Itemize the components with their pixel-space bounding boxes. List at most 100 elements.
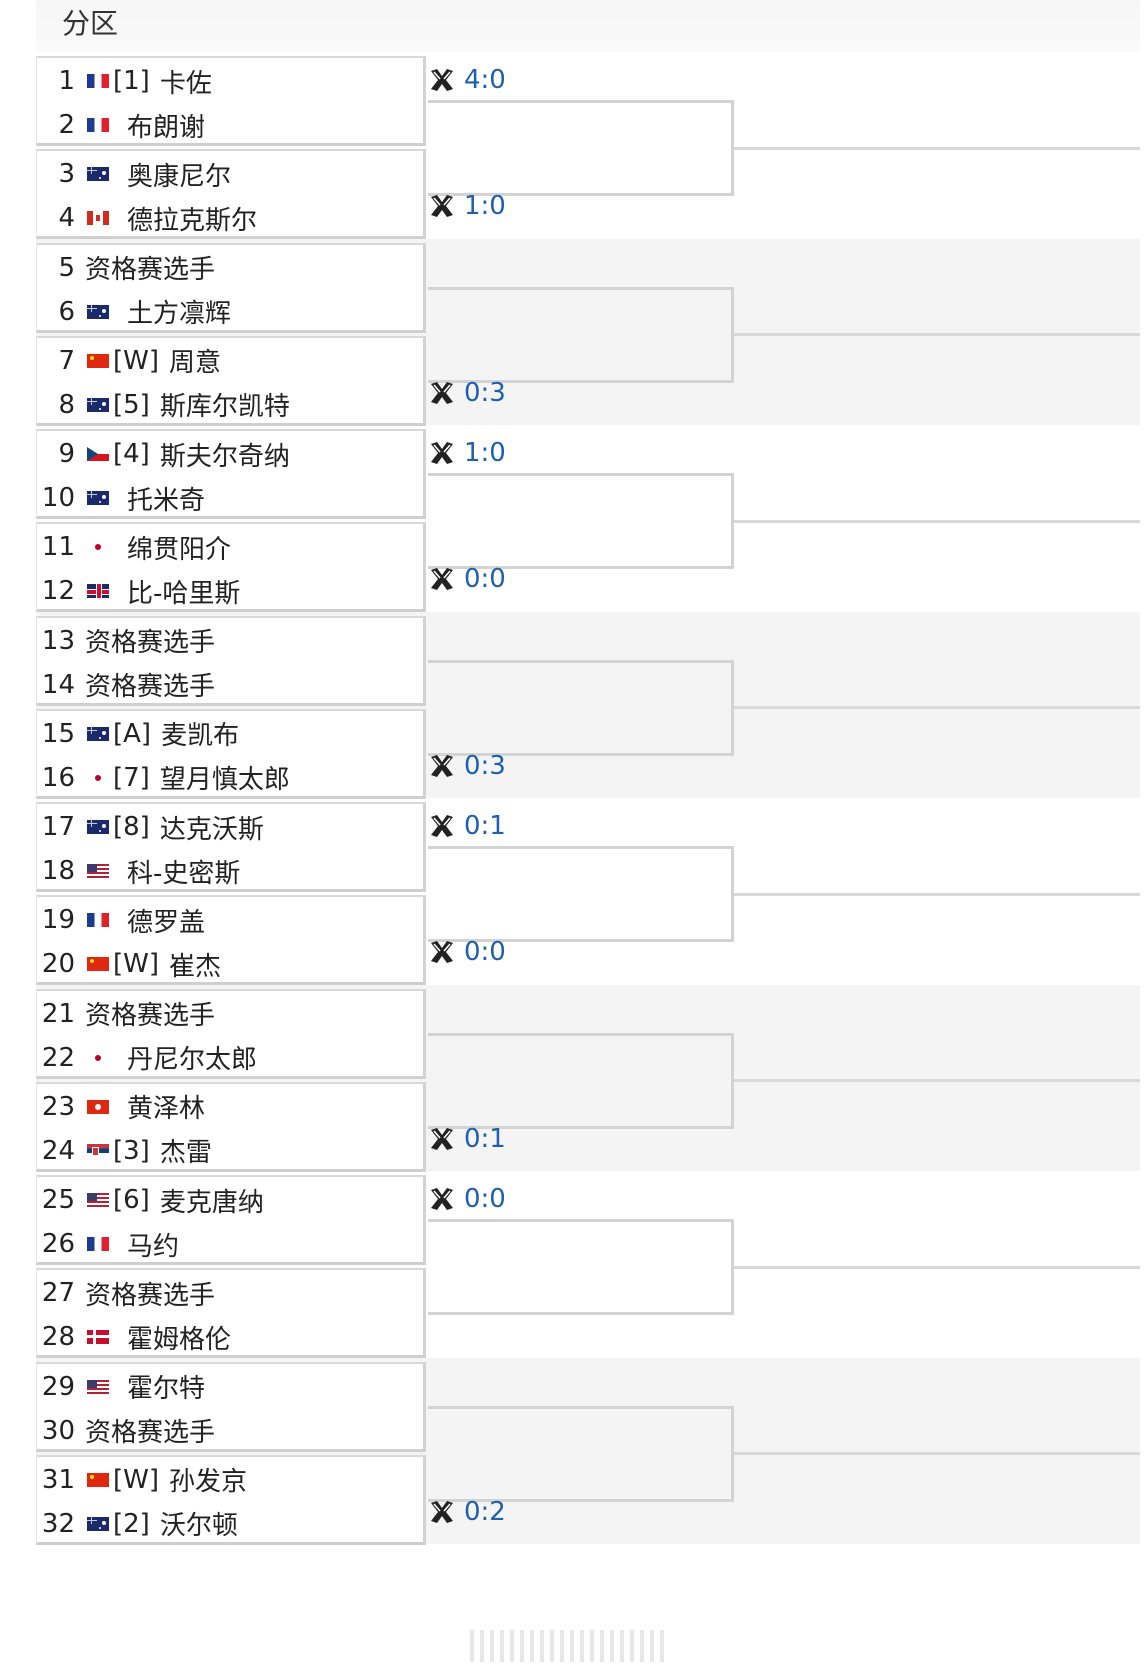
player-name[interactable]: 崔杰 bbox=[169, 951, 222, 982]
player-row[interactable]: 20[W]崔杰 bbox=[37, 941, 423, 987]
player-name[interactable]: 资格赛选手 bbox=[85, 1001, 216, 1031]
draw-position: 1 bbox=[58, 66, 75, 96]
player-row[interactable]: 16[7]望月慎太郎 bbox=[37, 755, 423, 801]
player-name[interactable]: 资格赛选手 bbox=[85, 628, 216, 658]
player-name[interactable]: 马约 bbox=[127, 1231, 180, 1262]
player-row[interactable]: 7[W]周意 bbox=[37, 338, 423, 384]
player-name[interactable]: 斯夫尔奇纳 bbox=[159, 441, 290, 472]
player-name[interactable]: 资格赛选手 bbox=[85, 1418, 216, 1448]
match-score[interactable]: 1:0 bbox=[428, 435, 506, 471]
player-row[interactable]: 1[1]卡佐 bbox=[37, 58, 423, 104]
player-row[interactable]: 18 科-史密斯 bbox=[37, 848, 423, 894]
seed-label: [3] bbox=[113, 1135, 150, 1166]
player-name[interactable]: 卡佐 bbox=[159, 68, 212, 99]
player-name[interactable]: 沃尔顿 bbox=[159, 1511, 238, 1542]
player-name[interactable]: 绵贯阳介 bbox=[127, 534, 232, 565]
match-score[interactable]: 0:0 bbox=[428, 934, 506, 970]
player-row[interactable]: 24 [3] 杰雷 bbox=[37, 1128, 423, 1174]
player-name[interactable]: 望月慎太郎 bbox=[159, 765, 290, 796]
player-row[interactable]: 15[A]麦凯布 bbox=[37, 711, 423, 757]
player-name[interactable]: 霍姆格伦 bbox=[127, 1324, 232, 1355]
player-name[interactable]: 周意 bbox=[169, 348, 222, 379]
draw-position: 24 bbox=[41, 1135, 75, 1166]
player-row[interactable]: 17[8]达克沃斯 bbox=[37, 804, 423, 850]
match-score[interactable]: 4:0 bbox=[428, 62, 506, 98]
match-score[interactable]: 0:0 bbox=[428, 1181, 506, 1217]
match-score[interactable]: 0:1 bbox=[428, 808, 506, 844]
player-name[interactable]: 麦凯布 bbox=[161, 721, 240, 752]
match-score[interactable]: 0:3 bbox=[428, 375, 506, 411]
tennis-racket-icon bbox=[428, 66, 456, 94]
player-name[interactable]: 科-史密斯 bbox=[127, 858, 241, 889]
player-row[interactable]: 8[5]斯库尔凯特 bbox=[37, 382, 423, 428]
player-name[interactable]: 资格赛选手 bbox=[85, 255, 216, 285]
player-name[interactable]: 资格赛选手 bbox=[85, 1280, 216, 1311]
player-name[interactable]: 托米奇 bbox=[127, 485, 206, 516]
player-name[interactable]: 奥康尼尔 bbox=[127, 161, 232, 192]
match-score[interactable]: 0:2 bbox=[428, 1494, 506, 1530]
player-row[interactable]: 9[4]斯夫尔奇纳 bbox=[37, 431, 423, 477]
draw-position: 18 bbox=[41, 856, 75, 886]
player-name[interactable]: 布朗谢 bbox=[127, 112, 206, 143]
player-name[interactable]: 土方凛辉 bbox=[127, 299, 232, 329]
match-score[interactable]: 0:3 bbox=[428, 748, 506, 784]
player-name[interactable]: 斯库尔凯特 bbox=[159, 392, 290, 423]
match-score[interactable]: 0:0 bbox=[428, 561, 506, 597]
player-name[interactable]: 黄泽林 bbox=[127, 1094, 206, 1125]
seed-label: [5] bbox=[113, 389, 150, 420]
player-name[interactable]: 达克沃斯 bbox=[159, 814, 264, 845]
player-name[interactable]: 比-哈里斯 bbox=[127, 578, 241, 609]
player-name[interactable]: 孙发京 bbox=[169, 1467, 248, 1498]
player-name[interactable]: 德罗盖 bbox=[127, 907, 206, 938]
match-score[interactable]: 0:1 bbox=[428, 1121, 506, 1157]
match-score[interactable]: 1:0 bbox=[428, 188, 506, 224]
player-name[interactable]: 资格赛选手 bbox=[85, 672, 216, 702]
watermark bbox=[470, 1630, 670, 1662]
player-row[interactable]: 31[W]孙发京 bbox=[37, 1457, 423, 1503]
player-name[interactable]: 麦克唐纳 bbox=[159, 1187, 264, 1218]
player-name[interactable]: 霍尔特 bbox=[127, 1374, 206, 1404]
player-name[interactable]: 丹尼尔太郎 bbox=[127, 1045, 258, 1075]
player-row[interactable]: 32[2]沃尔顿 bbox=[37, 1501, 423, 1547]
score-text: 0:0 bbox=[464, 1184, 506, 1214]
player-name[interactable]: 杰雷 bbox=[159, 1138, 212, 1169]
match-box[interactable]: 17[8]达克沃斯 18 科-史密斯 bbox=[36, 802, 426, 892]
player-name[interactable]: 德拉克斯尔 bbox=[127, 205, 258, 236]
score-text: 0:3 bbox=[464, 750, 506, 781]
player-row[interactable]: 25[6]麦克唐纳 bbox=[37, 1177, 423, 1223]
